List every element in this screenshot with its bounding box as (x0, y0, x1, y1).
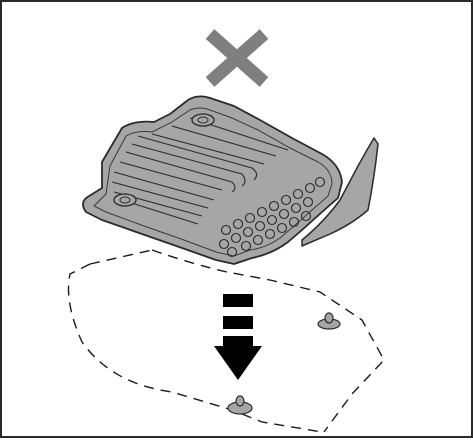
cross-icon (205, 29, 269, 87)
floor-hook-left (227, 395, 253, 415)
arrow-down-icon (214, 294, 262, 380)
floor-mat (82, 95, 379, 265)
floor-hook-right (317, 312, 341, 330)
floor-outline (67, 249, 385, 433)
